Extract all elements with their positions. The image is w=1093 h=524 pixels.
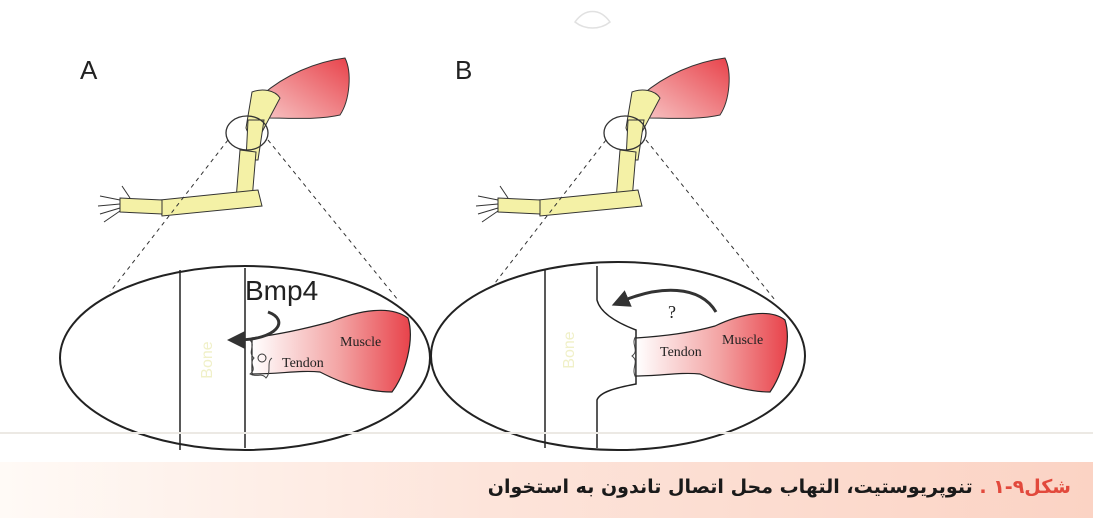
separator-line — [0, 432, 1093, 434]
panel-b-muscle-label: Muscle — [722, 333, 763, 348]
panel-b-signal-label: ? — [668, 302, 676, 322]
panel-a-hand-bones — [98, 186, 162, 222]
panel-b-bone-label: Bone — [561, 331, 578, 368]
caption-number: شکل۹-۱ . — [979, 476, 1071, 498]
panel-a-label: A — [80, 55, 98, 85]
watermark-logo — [575, 12, 610, 29]
panel-a-signal-label: Bmp4 — [245, 275, 318, 306]
panel-a-muscle-label: Muscle — [340, 335, 381, 350]
caption-text: تنوپریوستیت، التهاب محل اتصال تاندون به … — [488, 476, 973, 498]
panel-b-arm-illustration — [476, 58, 729, 222]
panel-a-arm-illustration — [98, 58, 349, 222]
panel-a-tendon-label: Tendon — [282, 356, 324, 371]
panel-b-label: B — [455, 55, 472, 85]
panel-a-bone-label: Bone — [199, 341, 216, 378]
figure-caption: شکل۹-۱ . تنوپریوستیت، التهاب محل اتصال ت… — [0, 462, 1093, 518]
panel-b-hand-bones — [476, 186, 540, 222]
panel-a: A — [60, 55, 430, 450]
panel-b: B Bone — [431, 55, 805, 450]
panel-b-tendon-label: Tendon — [660, 345, 702, 360]
